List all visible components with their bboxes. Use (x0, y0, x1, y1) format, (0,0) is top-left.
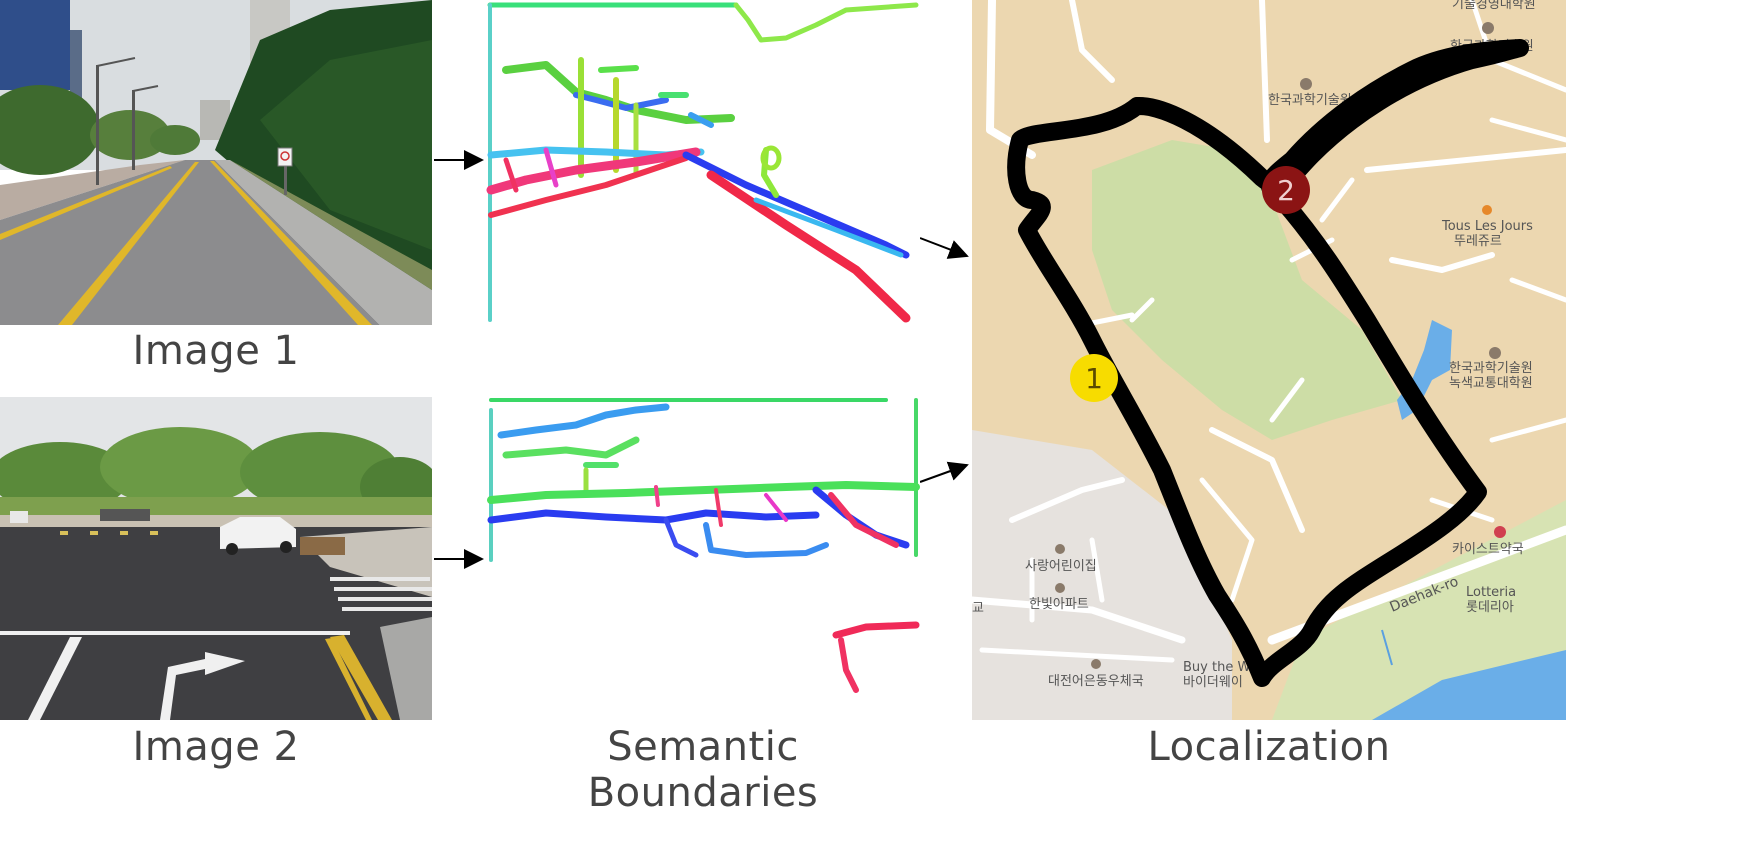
map-label-lotteria-ko: 롯데리아 (1466, 600, 1514, 615)
map-label-buy-en: Buy the W (1183, 660, 1250, 675)
semantic-boundaries-caption: Semantic Boundaries (587, 724, 819, 816)
poi-icon-apartment (1055, 583, 1065, 593)
map-label-buy-ko: 바이더웨이 (1183, 675, 1243, 690)
route-path (1007, 39, 1529, 687)
marker-2-label: 2 (1277, 173, 1295, 207)
map-label-lotteria-en: Lotteria (1466, 585, 1516, 600)
map-label-green-line1: 한국과학기술원 (1449, 361, 1533, 376)
map-label-kaist-mid: 한국과학기술원 (1268, 93, 1352, 108)
image-1-caption: Image 1 (132, 328, 300, 374)
map-label-daycare: 사랑어린이집 (1025, 559, 1097, 574)
poi-icon-pharmacy (1494, 526, 1506, 538)
marker-1: 1 (1070, 354, 1118, 402)
map-label-edge-left: 교 (972, 601, 984, 616)
localization-map: 기술경영대학원 한국과학기술원 한국과학기술원 Tous Les Jours 뚜… (972, 0, 1566, 720)
arrow-semantic1-to-map (919, 237, 969, 259)
localization-caption: Localization (1147, 724, 1391, 770)
poi-icon-daycare (1055, 544, 1065, 554)
map-label-green-line2: 녹색교통대학원 (1449, 376, 1533, 391)
map-label-tous-ko: 뚜레쥬르 (1454, 234, 1502, 249)
map-label-apartment: 한빛아파트 (1029, 597, 1089, 612)
poi-icon-green (1489, 347, 1501, 359)
arrow-semantic2-to-map (919, 461, 969, 483)
semantic-boundaries-2 (486, 395, 920, 720)
poi-icon-tous (1482, 205, 1492, 215)
map-label-tous-en: Tous Les Jours (1441, 219, 1533, 234)
semantic-boundaries-1 (486, 0, 920, 325)
poi-icon-kaist-top (1482, 22, 1494, 34)
poi-icon-kaist-mid (1300, 78, 1312, 90)
marker-1-label: 1 (1085, 361, 1103, 395)
poi-icon-post (1091, 659, 1101, 669)
image-2-photo (0, 397, 432, 720)
image-1-photo (0, 0, 432, 325)
map-label-post: 대전어은동우체국 (1048, 674, 1144, 689)
marker-2: 2 (1262, 166, 1310, 214)
image-2-caption: Image 2 (132, 724, 300, 770)
map-label-top-right: 기술경영대학원 (1452, 0, 1536, 12)
map-label-pharmacy: 카이스트약국 (1452, 542, 1524, 557)
